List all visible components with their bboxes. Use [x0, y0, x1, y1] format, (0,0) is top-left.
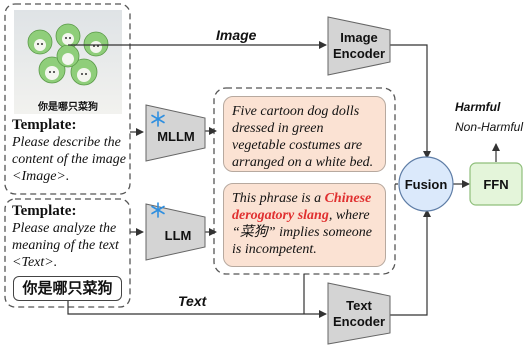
text-template-title: Template:	[12, 203, 77, 219]
image-template-text: Please describe the content of the image…	[12, 135, 126, 184]
image-flow-label: Image	[216, 27, 257, 43]
fusion-node	[398, 156, 454, 212]
mllm-output-text: Five cartoon dog dolls dressed in green …	[232, 104, 374, 170]
text-template-text: Please analyze the meaning of the text <…	[12, 221, 119, 270]
image-template-title: Template:	[12, 117, 77, 133]
arrow-text-encoder-to-fusion	[390, 209, 431, 316]
non-harmful-label: Non-Harmful	[455, 120, 523, 134]
mllm-output-box: Five cartoon dog dolls dressed in green …	[223, 96, 386, 172]
llm-output-post: , where “菜狗” implies someone is incompet…	[232, 208, 372, 257]
image-encoder-block	[327, 16, 391, 76]
ffn-block	[469, 162, 523, 206]
text-encoder-label-1: Text	[346, 298, 372, 313]
llm-block	[145, 203, 206, 261]
snowflake-icon	[151, 111, 165, 127]
text-encoder-label-2: Encoder	[333, 314, 385, 329]
image-caption: 你是哪只菜狗	[38, 102, 98, 113]
snowflake-icon	[151, 202, 165, 218]
llm-output-slang: Chinese derogatory slang	[232, 191, 372, 223]
harmful-label: Harmful	[455, 100, 501, 114]
llm-output-box: This phrase is a Chinese derogatory slan…	[223, 183, 386, 267]
input-text-chip: 你是哪只菜狗	[13, 276, 122, 301]
text-encoder-block	[327, 282, 391, 345]
ffn-label: FFN	[483, 177, 508, 192]
image-encoder-label-2: Encoder	[333, 46, 385, 61]
arrow-image-encoder-to-fusion	[390, 44, 431, 159]
text-flow-label: Text	[178, 293, 208, 309]
image-encoder-label-1: Image	[340, 30, 378, 45]
mllm-label: MLLM	[157, 129, 195, 144]
mllm-block	[145, 104, 206, 162]
llm-output-pre: This phrase is a	[232, 191, 325, 206]
fusion-label: Fusion	[405, 177, 448, 192]
text-panel	[4, 198, 131, 308]
image-panel	[4, 3, 131, 195]
llm-label: LLM	[165, 228, 192, 243]
